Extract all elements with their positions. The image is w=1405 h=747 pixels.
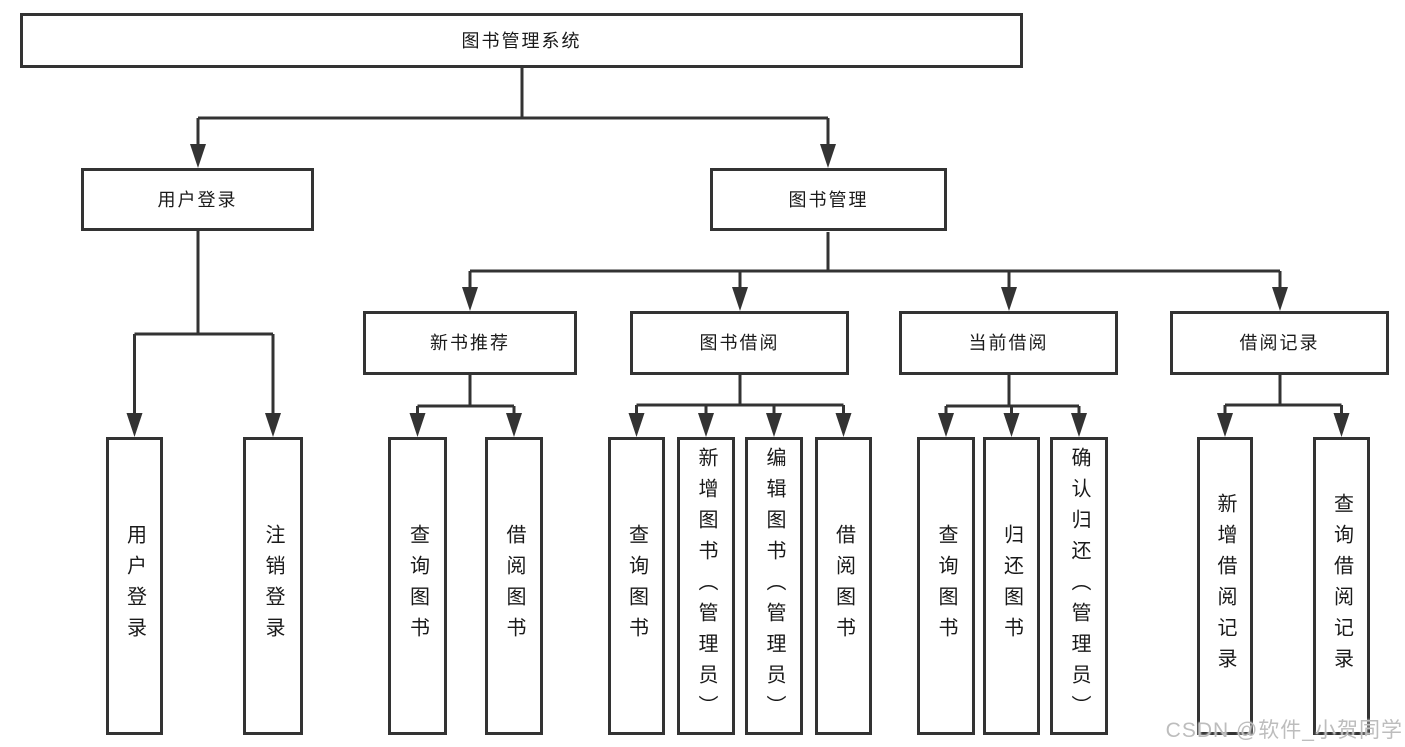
node-root-system: 图书管理系统	[20, 13, 1023, 68]
node-book-borrow: 图书借阅	[630, 311, 849, 375]
node-current-borrow: 当前借阅	[899, 311, 1118, 375]
node-user-login: 用户登录	[81, 168, 314, 231]
leaf-borrow-query-books: 查询图书	[608, 437, 665, 735]
leaf-borrow-edit-books-admin: 编辑图书（管理员）	[745, 437, 803, 735]
leaf-records-query-record: 查询借阅记录	[1313, 437, 1370, 735]
leaf-current-query-books: 查询图书	[917, 437, 975, 735]
leaf-borrow-add-books-admin: 新增图书（管理员）	[677, 437, 735, 735]
leaf-recommend-query-books: 查询图书	[388, 437, 447, 735]
leaf-borrow-borrow-books: 借阅图书	[815, 437, 872, 735]
leaf-current-confirm-return-admin: 确认归还（管理员）	[1050, 437, 1108, 735]
node-borrow-records: 借阅记录	[1170, 311, 1389, 375]
leaf-user-login: 用户登录	[106, 437, 163, 735]
csdn-watermark: CSDN @软件_小贺同学	[1165, 719, 1403, 742]
node-book-management: 图书管理	[710, 168, 947, 231]
leaf-recommend-borrow-books: 借阅图书	[485, 437, 543, 735]
leaf-current-return-books: 归还图书	[983, 437, 1040, 735]
node-new-book-recommend: 新书推荐	[363, 311, 577, 375]
leaf-logout: 注销登录	[243, 437, 303, 735]
leaf-records-add-record: 新增借阅记录	[1197, 437, 1253, 735]
